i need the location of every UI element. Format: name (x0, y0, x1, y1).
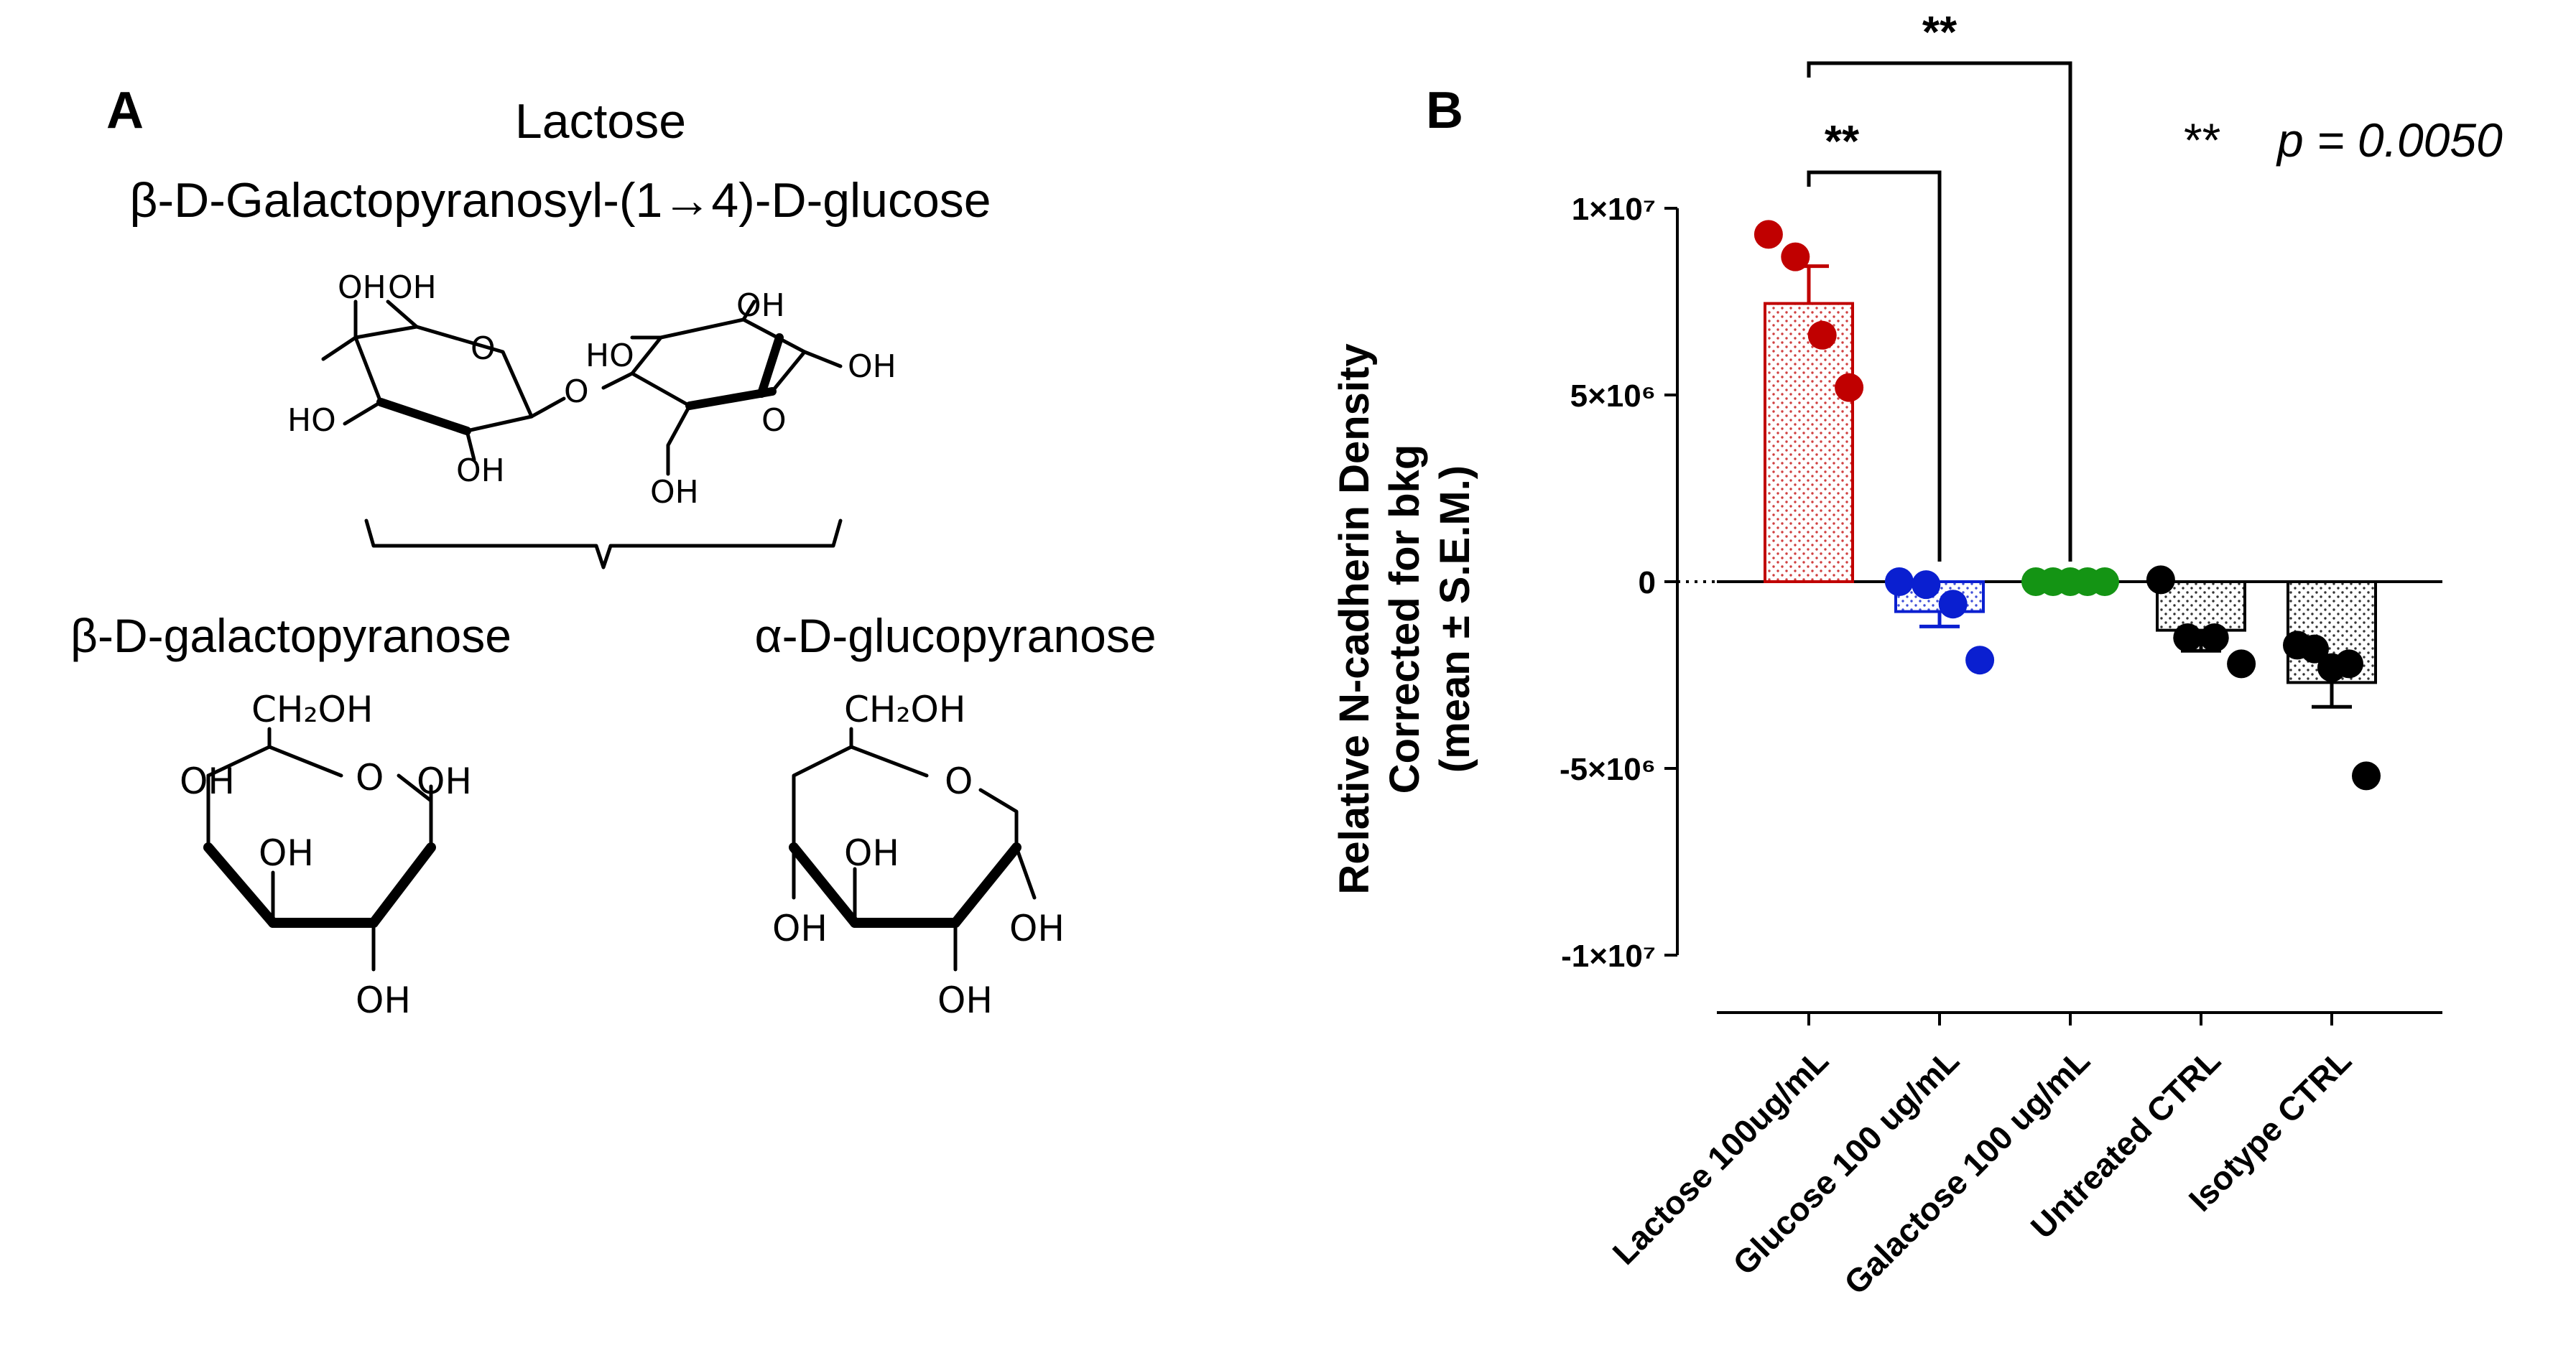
bar (2156, 580, 2246, 632)
significance-stars: ** (2184, 113, 2220, 167)
data-point (2146, 565, 2175, 595)
atom-label: HO (585, 338, 634, 374)
galactopyranose-name: β-D-galactopyranose (70, 609, 511, 662)
atom-label: OH (848, 348, 896, 385)
y-tick-label: 0 (1639, 565, 1656, 600)
y-axis-title: Relative N-cadherin Density Corrected fo… (1331, 343, 1478, 894)
atom-label: O (356, 757, 384, 799)
y-tick-label: 1×10⁷ (1572, 192, 1656, 227)
significance-bracket (1807, 170, 1942, 562)
atom-label: OH (417, 761, 472, 802)
data-point (1807, 320, 1837, 350)
y-axis-title-line-1: Relative N-cadherin Density (1331, 343, 1378, 894)
data-point (1912, 570, 1941, 600)
lactose-title: Lactose (515, 94, 686, 149)
data-point (2200, 623, 2229, 652)
data-point (1753, 220, 1783, 249)
atom-label: OH (650, 474, 699, 511)
atom-label: OH (1009, 908, 1065, 949)
atom-label: CH₂OH (844, 689, 966, 730)
atom-label: O (761, 402, 787, 439)
data-point (2090, 567, 2119, 596)
atom-label: OH (937, 980, 993, 1021)
bar-chart-plot: 1×10⁷ 5×10⁶ 0 -5×10⁶ -1×10⁷ Lactose 100ug/mLG… (1560, 8, 2442, 1301)
bar (1764, 302, 1854, 583)
significance-bracket (1807, 61, 2072, 562)
atom-label: OH (844, 832, 899, 874)
galactopyranose-structure (203, 727, 436, 972)
panel-b-label: B (1426, 82, 1463, 139)
atom-label: OH (180, 761, 235, 802)
data-point (1938, 590, 1968, 619)
atom-label: OH (772, 908, 828, 949)
atom-label: OH (388, 269, 437, 306)
lactose-atom-labels: OH OH HO OH O O HO OH OH O OH (287, 269, 896, 511)
panel-a: A Lactose β-D-Galactopyranosyl-(1→4)-D-g… (70, 82, 1157, 1021)
data-point (2227, 649, 2256, 679)
atom-label: O (945, 761, 973, 802)
atom-label: OH (338, 269, 386, 306)
panel-b: B ** p = 0.0050 Relative N-cadherin Dens… (1331, 8, 2503, 1301)
data-point (2335, 649, 2363, 679)
y-axis-title-line-2: Corrected for bkg (1381, 445, 1428, 794)
data-point (1835, 373, 1864, 402)
panel-a-label: A (106, 82, 144, 139)
atom-label: OH (736, 287, 785, 324)
data-point (2300, 634, 2329, 664)
atom-label: O (564, 373, 589, 410)
significance-label: ** (1825, 117, 1860, 167)
significance-label: ** (1922, 8, 1958, 57)
galactopyranose-labels: CH₂OH O OH OH OH OH (180, 689, 472, 1021)
atom-label: HO (287, 402, 336, 439)
atom-label: OH (456, 452, 505, 489)
lactose-structure (321, 299, 843, 569)
x-tick-label: Glucose 100 ug/mL (1725, 1041, 1966, 1282)
y-axis-title-line-3: (mean ± S.E.M.) (1432, 465, 1478, 773)
data-point (1781, 242, 1810, 271)
data-point (2352, 761, 2381, 791)
data-point (1965, 646, 1995, 675)
atom-label: OH (356, 980, 411, 1021)
atom-label: CH₂OH (251, 689, 374, 730)
y-tick-label: 5×10⁶ (1570, 378, 1656, 414)
y-tick-label: -5×10⁶ (1560, 752, 1656, 787)
x-tick-label: Galactose 100 ug/mL (1837, 1041, 2097, 1301)
x-tick-label: Lactose 100ug/mL (1605, 1041, 1835, 1272)
glucopyranose-structure (789, 727, 1037, 972)
atom-label: OH (259, 832, 314, 874)
significance-p-value: p = 0.0050 (2276, 113, 2503, 167)
glucopyranose-name: α-D-glucopyranose (754, 609, 1156, 662)
y-tick-label: -1×10⁷ (1561, 939, 1656, 974)
glucopyranose-labels: CH₂OH O OH OH OH OH (772, 689, 1065, 1021)
data-point (1884, 567, 1914, 596)
lactose-subtitle: β-D-Galactopyranosyl-(1→4)-D-glucose (129, 173, 991, 228)
atom-label: O (471, 330, 496, 367)
data-point (2173, 623, 2202, 652)
